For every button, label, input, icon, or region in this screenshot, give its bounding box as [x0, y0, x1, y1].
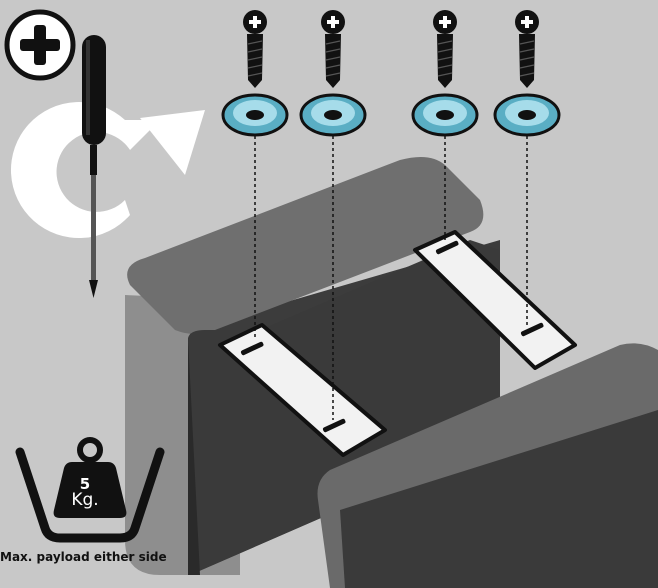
right-container — [317, 343, 658, 588]
washer-icon — [411, 93, 479, 137]
phillips-head-icon — [4, 9, 76, 81]
washer-icon — [493, 93, 561, 137]
clockwise-rotate-arrow-icon — [10, 102, 205, 239]
washer-icon — [299, 93, 367, 137]
weight-value: 5 — [79, 475, 91, 493]
screw-icon — [515, 10, 539, 88]
screws — [243, 10, 539, 88]
screw-icon — [321, 10, 345, 88]
washers — [221, 93, 561, 137]
payload-caption: Max. payload either side — [0, 550, 167, 564]
strap-right — [413, 230, 577, 370]
weight-in-bucket-icon — [15, 437, 165, 543]
screw-icon — [433, 10, 457, 88]
screw-icon — [243, 10, 267, 88]
phillips-screwdriver-icon — [82, 35, 106, 298]
weight-unit: Kg. — [71, 490, 99, 510]
strap-left — [218, 323, 387, 457]
washer-icon — [221, 93, 289, 137]
guide-lines — [254, 130, 528, 420]
